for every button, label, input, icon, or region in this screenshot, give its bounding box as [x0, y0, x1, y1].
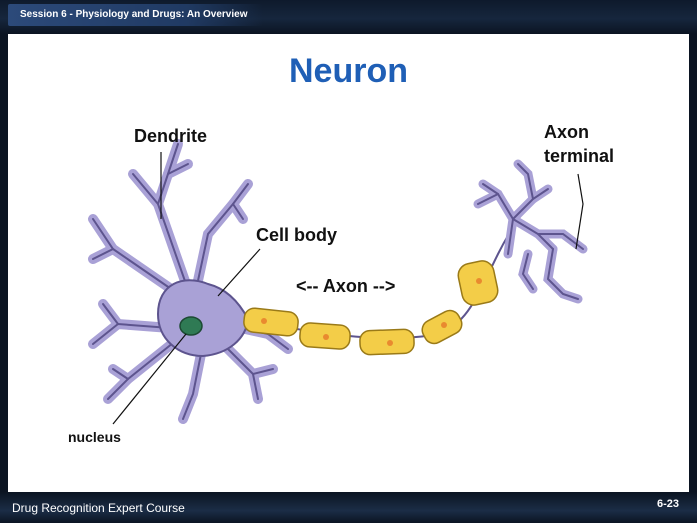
axon-label: <-- Axon --> — [296, 276, 395, 297]
footer-bar: Drug Recognition Expert Course 6-23 — [0, 492, 697, 523]
slide-canvas: Neuron — [8, 34, 689, 492]
session-title: Session 6 - Physiology and Drugs: An Ove… — [8, 4, 263, 26]
cell-body-shape — [158, 280, 248, 356]
nucleus-label: nucleus — [68, 429, 121, 445]
header-bar: Session 6 - Physiology and Drugs: An Ove… — [0, 0, 697, 34]
neuron-diagram — [8, 34, 689, 492]
axon-terminal-label-line1: Axon — [544, 122, 589, 143]
course-name: Drug Recognition Expert Course — [12, 501, 185, 515]
nucleus-shape — [180, 317, 202, 335]
axon-terminal-label-line2: terminal — [544, 146, 614, 167]
dendrite-label: Dendrite — [134, 126, 207, 147]
cell-body-label: Cell body — [256, 225, 337, 246]
page-number: 6-23 — [657, 498, 679, 510]
